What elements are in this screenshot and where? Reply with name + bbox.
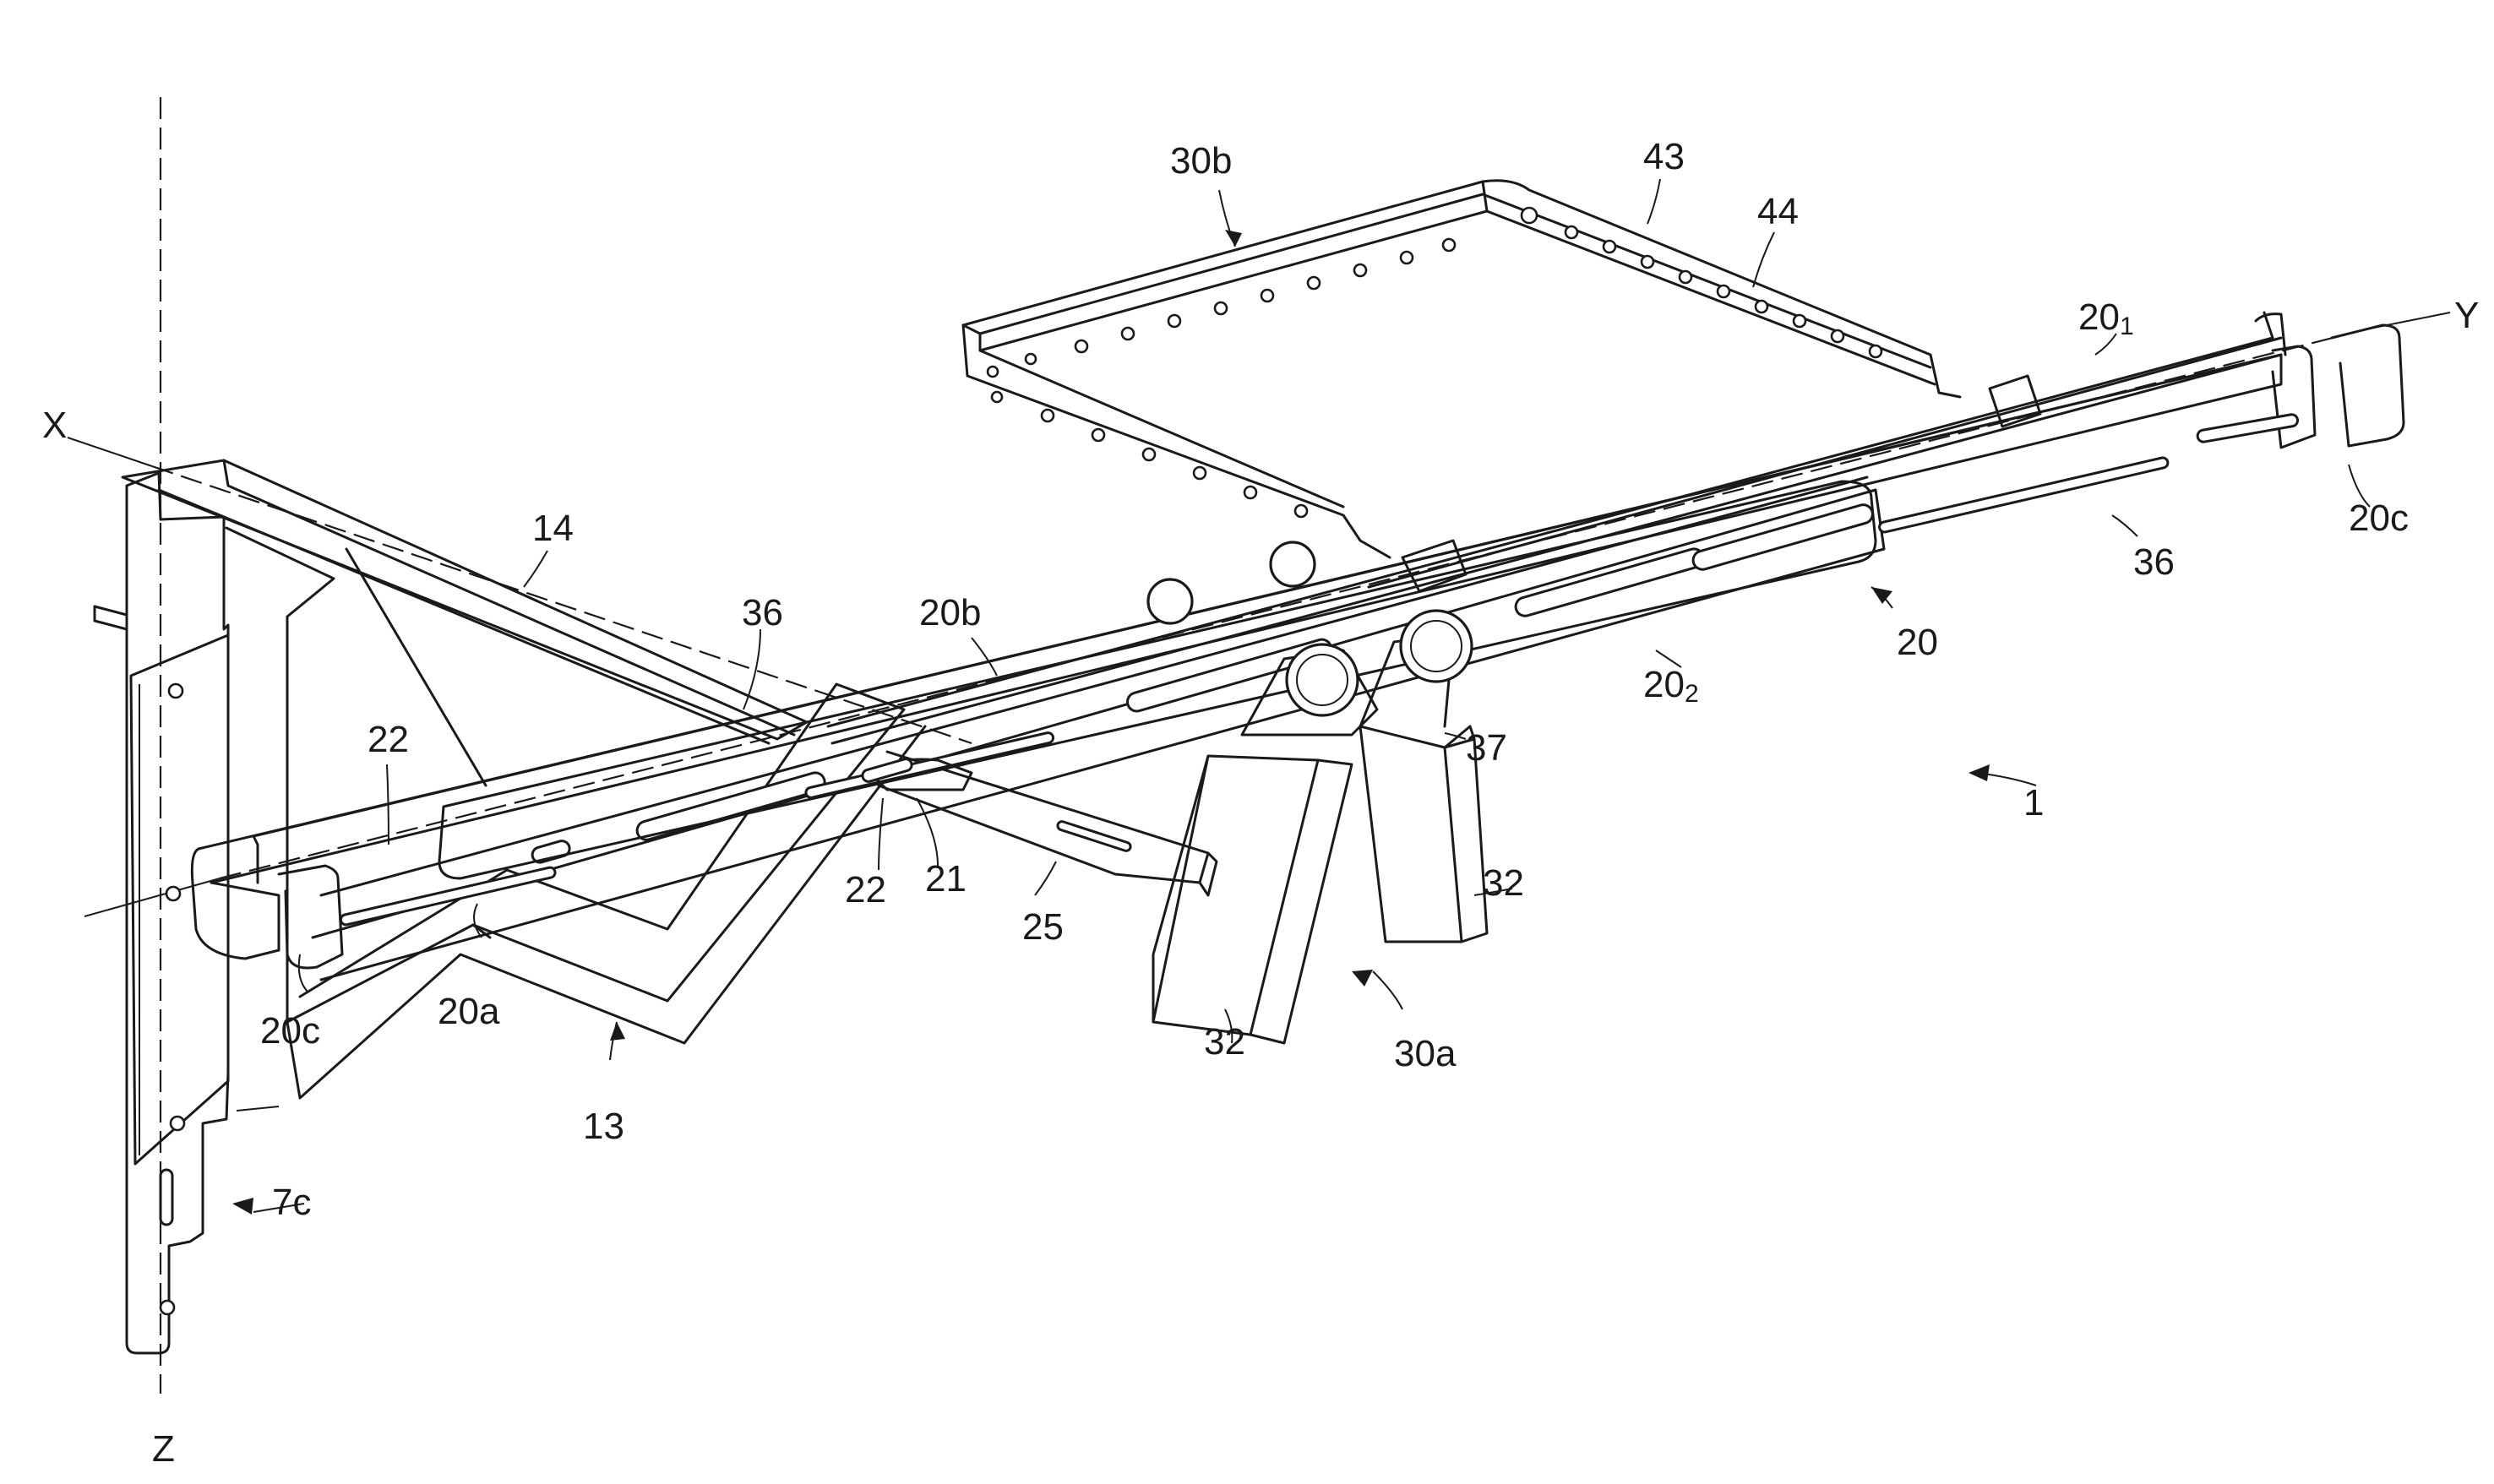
- label-1: 1: [2023, 782, 2044, 824]
- label-20b: 20b: [919, 592, 981, 633]
- label-22-lower: 22: [845, 869, 886, 911]
- label-20c-left: 20c: [260, 1010, 320, 1052]
- label-21: 21: [925, 858, 967, 900]
- label-32-right: 32: [1483, 862, 1524, 904]
- strap-holes: [988, 208, 1881, 517]
- arrowheads: [232, 230, 1990, 1215]
- label-y: Y: [2454, 295, 2479, 336]
- label-7c: 7c: [272, 1182, 311, 1223]
- label-20a: 20a: [438, 991, 500, 1032]
- label-20-2: 202: [1643, 664, 1699, 708]
- label-25: 25: [1022, 906, 1064, 948]
- label-13: 13: [583, 1106, 624, 1147]
- label-22-upper: 22: [368, 719, 409, 760]
- axis-left-lead: [84, 878, 220, 916]
- label-x: X: [42, 405, 67, 446]
- label-32-left: 32: [1204, 1021, 1245, 1063]
- label-37: 37: [1466, 727, 1507, 769]
- brace-13: [226, 528, 925, 1098]
- knob-rear-left: [1148, 579, 1192, 623]
- axis-x-lead: [68, 438, 152, 466]
- label-30b: 30b: [1170, 140, 1232, 182]
- label-36-right: 36: [2133, 541, 2175, 583]
- label-z: Z: [152, 1428, 175, 1470]
- label-30a: 30a: [1394, 1033, 1457, 1074]
- knob-rear-right: [1271, 542, 1315, 586]
- reference-labels: X Y Z 30b 43 44 201 20c 36 20 202 37 1 1…: [42, 136, 2479, 1470]
- label-14: 14: [532, 508, 574, 549]
- label-20-1: 201: [2078, 296, 2134, 340]
- label-20c-right: 20c: [2349, 497, 2409, 539]
- label-43: 43: [1643, 136, 1685, 177]
- label-44: 44: [1757, 191, 1799, 232]
- label-36-left: 36: [742, 592, 783, 633]
- label-20: 20: [1897, 622, 1938, 663]
- axis-lines: [68, 97, 2450, 1394]
